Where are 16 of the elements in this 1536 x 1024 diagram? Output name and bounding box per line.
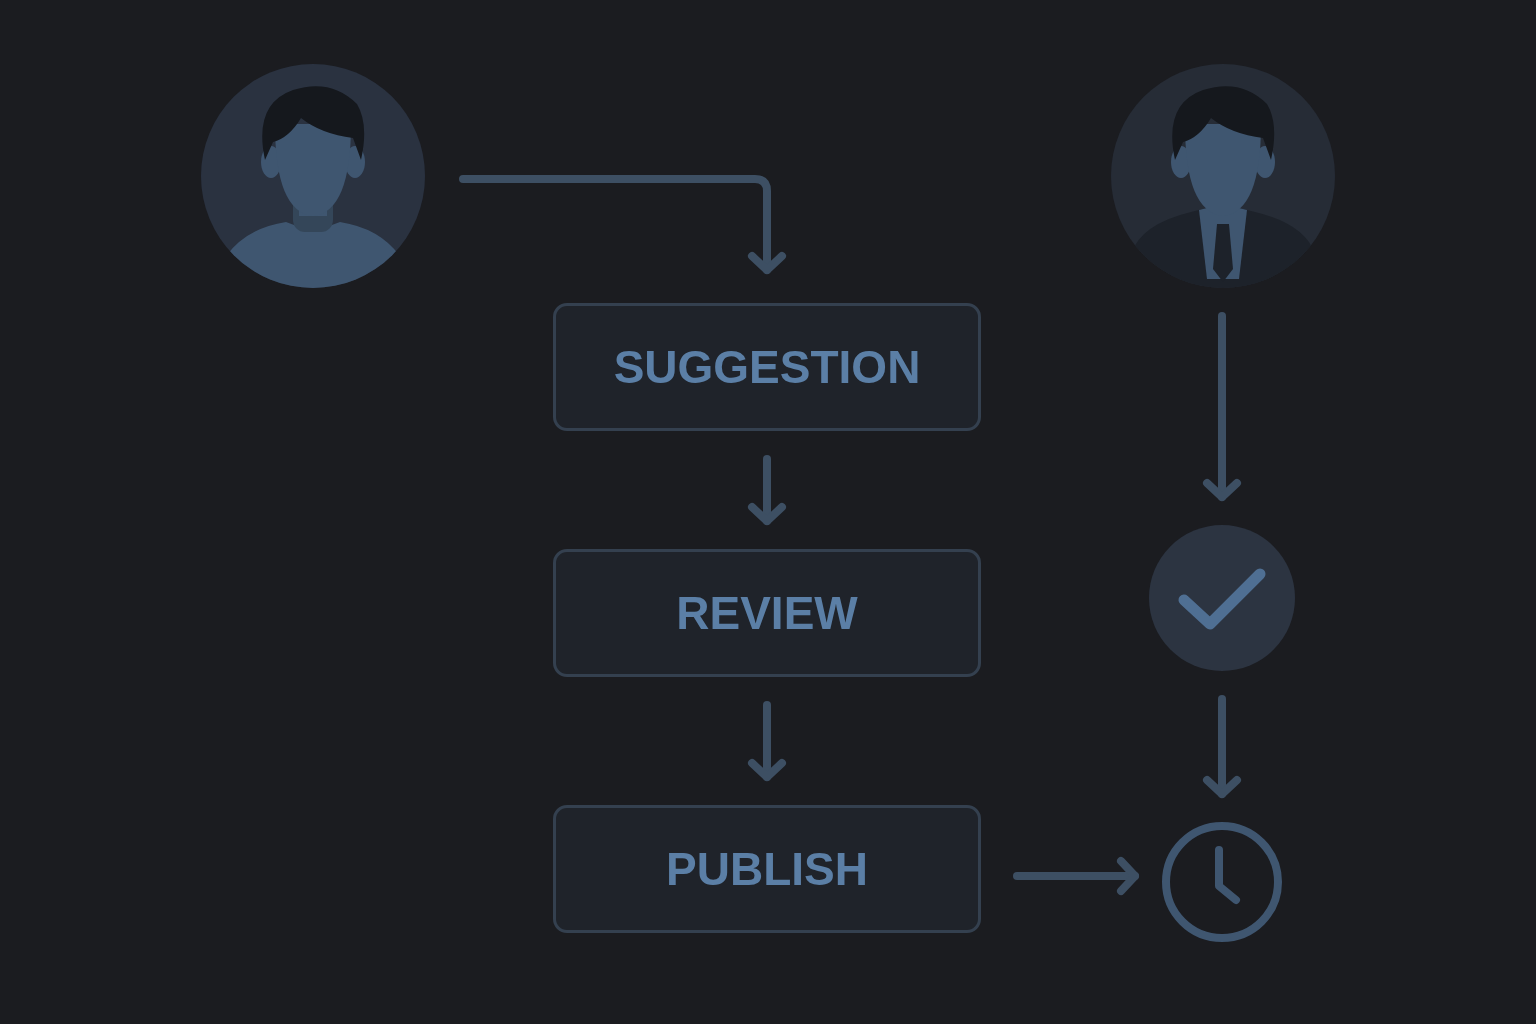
arrow [1203,695,1241,798]
arrow [748,455,786,525]
person-avatar-icon [1111,64,1335,288]
arrow [1203,312,1241,501]
step-label: REVIEW [676,586,858,640]
step-label: SUGGESTION [613,340,921,394]
process-box [553,303,981,431]
person-avatar-icon [201,64,425,288]
arrow [459,175,786,274]
clock-icon [1162,822,1282,942]
process-box [553,805,981,933]
check-circle-icon [1149,525,1295,671]
process-box [553,549,981,677]
arrow [1013,857,1139,895]
step-label: PUBLISH [666,842,868,896]
arrow [748,701,786,781]
